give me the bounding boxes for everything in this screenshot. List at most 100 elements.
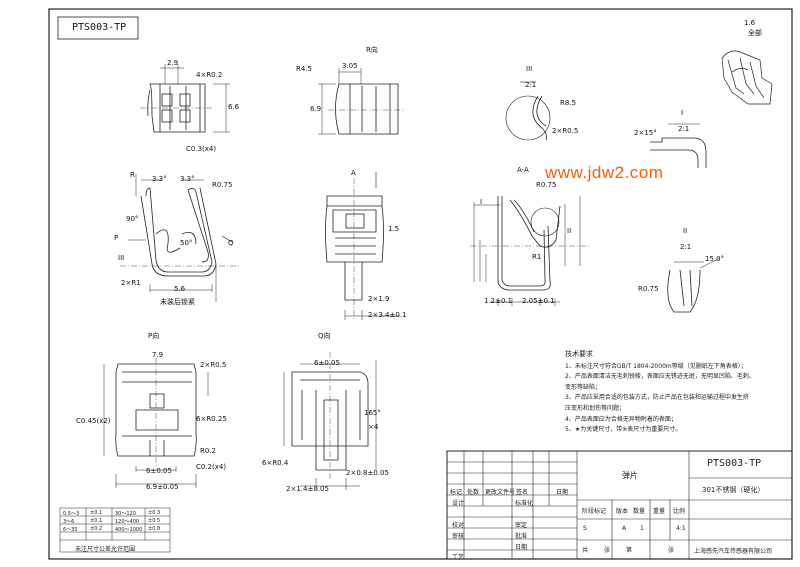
- dim-2x0-8: 2×0.8±0.05: [346, 469, 389, 477]
- dim-r45: R4.5: [296, 65, 312, 73]
- caption-free-state: 未装后锁紧: [160, 298, 195, 306]
- dim-6xr04: 6×R0.4: [262, 459, 289, 467]
- dim-2xr05: 2×R0.5: [552, 127, 579, 135]
- dim-2xr1: 2×R1: [121, 279, 141, 287]
- note-line: 3、产品应采用合适的包装方式，防止产品在包装和运输过程中发生挤: [565, 394, 749, 402]
- dim-2xr05b: 2×R0.5: [200, 361, 227, 369]
- tb-sheet-no: 第: [626, 547, 633, 554]
- dim-r1: R1: [532, 253, 542, 261]
- tol-cell: ±0.8: [148, 526, 161, 532]
- dim-r075: R0.75: [212, 181, 233, 189]
- detail-ii-view: [667, 257, 721, 313]
- dim-3-05: 3.05: [342, 62, 358, 70]
- dim-r075b: R0.75: [536, 181, 557, 189]
- label-arrow-p: P: [114, 234, 119, 242]
- tb-rev-count: 处数: [467, 489, 480, 496]
- note-line: 压变形和划伤等问题；: [565, 404, 626, 412]
- front-view: [140, 64, 230, 133]
- border-frame: [48, 8, 793, 560]
- dim-r02: R0.2: [200, 447, 216, 455]
- tb-craft: 工艺: [452, 554, 465, 561]
- label-detail-i-scale: 2:1: [678, 125, 690, 133]
- dim-3-3b: 3.3°: [180, 175, 195, 183]
- tb-rev-sign: 签名: [516, 489, 529, 496]
- label-p-view: P向: [148, 332, 160, 340]
- isometric-view: [721, 50, 773, 105]
- dim-1-5: 1.5: [388, 225, 400, 233]
- label-detail-ii: II: [683, 227, 688, 235]
- q-view: [283, 352, 377, 490]
- tb-total: 共: [582, 547, 589, 554]
- label-arrow-r: R: [130, 171, 135, 179]
- watermark: www.jdw2.com: [545, 163, 664, 182]
- label-detail-i: I: [681, 109, 684, 117]
- dim-7-9: 7.9: [152, 351, 164, 359]
- dim-2-05: 2.05±0.1: [522, 297, 555, 305]
- label-mark-ii: II: [567, 227, 572, 235]
- tol-cell: ±0.1: [90, 510, 103, 516]
- tb-date: 日期: [515, 544, 528, 551]
- tol-cell: 0.5～3: [63, 511, 80, 517]
- dim-x4: ×4: [368, 423, 379, 431]
- tb-code: PTS003-TP: [707, 458, 762, 469]
- tb-col-stage: 阶段标记: [582, 508, 607, 515]
- tb-rev-mark: 标记: [450, 489, 463, 496]
- dim-6-05: 6±0.05: [146, 467, 172, 475]
- dim-2x1-4: 2×1.4±0.05: [286, 485, 329, 493]
- dim-2x1-9: 2×1.9: [368, 295, 390, 303]
- tb-rev-file: 更改文件号: [485, 489, 516, 496]
- dim-c02x4: C0.2(x4): [196, 463, 227, 471]
- dim-1-2: 1.2±0.1: [484, 297, 513, 305]
- dim-6-9b: 6.9±0.05: [146, 483, 179, 491]
- tol-cell: ±0.5: [148, 518, 161, 524]
- tb-qty: 1: [640, 525, 644, 532]
- r-view: [318, 68, 405, 135]
- corner-label: 全部: [748, 29, 762, 37]
- dim-6-9: 6.9: [310, 105, 322, 113]
- label-detail-iii-scale: 2:1: [525, 81, 537, 89]
- dim-6xr025: 6×R0.25: [196, 415, 227, 423]
- tol-cell: ±0.3: [148, 510, 161, 516]
- dim-90: 90°: [126, 215, 139, 223]
- tb-col-weight: 重量: [653, 508, 666, 515]
- dim-3-3a: 3.3°: [152, 175, 167, 183]
- label-mark-iii: III: [118, 254, 125, 262]
- tb-col-qty: 数量: [633, 508, 646, 515]
- label-section-a: A: [351, 169, 356, 177]
- tolerance-table: [59, 507, 171, 553]
- tb-col-version: 版本: [616, 508, 629, 515]
- note-line: 2、产品表面清洁无毛刺锐棱，表面应无锈迹无斑，无明显凹陷、毛刺、: [565, 373, 755, 381]
- tb-check: 校对: [452, 522, 465, 529]
- a-front-view: [325, 172, 400, 320]
- tol-cell: 6～30: [63, 527, 78, 533]
- tb-rev-date: 日期: [556, 489, 569, 496]
- note-line: 4、产品表面应为合格无异物附着的表面；: [565, 415, 677, 423]
- tb-approve: 批准: [515, 533, 528, 540]
- detail-i-view: [650, 123, 707, 168]
- label-mark-i: I: [480, 198, 483, 206]
- dim-6-05q: 6±0.05: [314, 359, 340, 367]
- tol-cell: 30～120: [115, 511, 136, 517]
- code-mirrored: PTS003-TP: [72, 22, 127, 33]
- dim-15-0: 15.0°: [705, 255, 725, 263]
- label-detail-ii-scale: 2:1: [680, 243, 692, 251]
- tb-version: A: [622, 525, 627, 532]
- title-block: [446, 450, 793, 560]
- dim-2x3-4: 2×3.4±0.1: [368, 311, 407, 319]
- tol-cell: 3～6: [63, 519, 75, 525]
- note-line: 1、未标注尺寸符合GB/T 1804-2000m等级（见删纸左下角表格）；: [565, 362, 747, 370]
- tb-scale: 4:1: [676, 525, 686, 532]
- dim-c03x4: C0.3(x4): [186, 145, 217, 153]
- label-arrow-q: Q: [228, 239, 234, 247]
- code-box: [57, 16, 139, 40]
- tb-examine: 审定: [515, 522, 528, 529]
- side-profile-view: [120, 174, 240, 302]
- tol-cell: ±0.2: [90, 526, 103, 532]
- tolerance-note: 未注尺寸公差允许范围: [75, 546, 136, 553]
- tb-material: 301不锈钢（硬化）: [702, 486, 765, 494]
- tb-review: 审核: [452, 533, 465, 540]
- note-line: 5、★为关键尺寸，带※表尺寸为重要尺寸。: [565, 426, 682, 434]
- dim-6-6: 6.6: [228, 103, 240, 111]
- dim-2x15: 2×15°: [634, 129, 657, 137]
